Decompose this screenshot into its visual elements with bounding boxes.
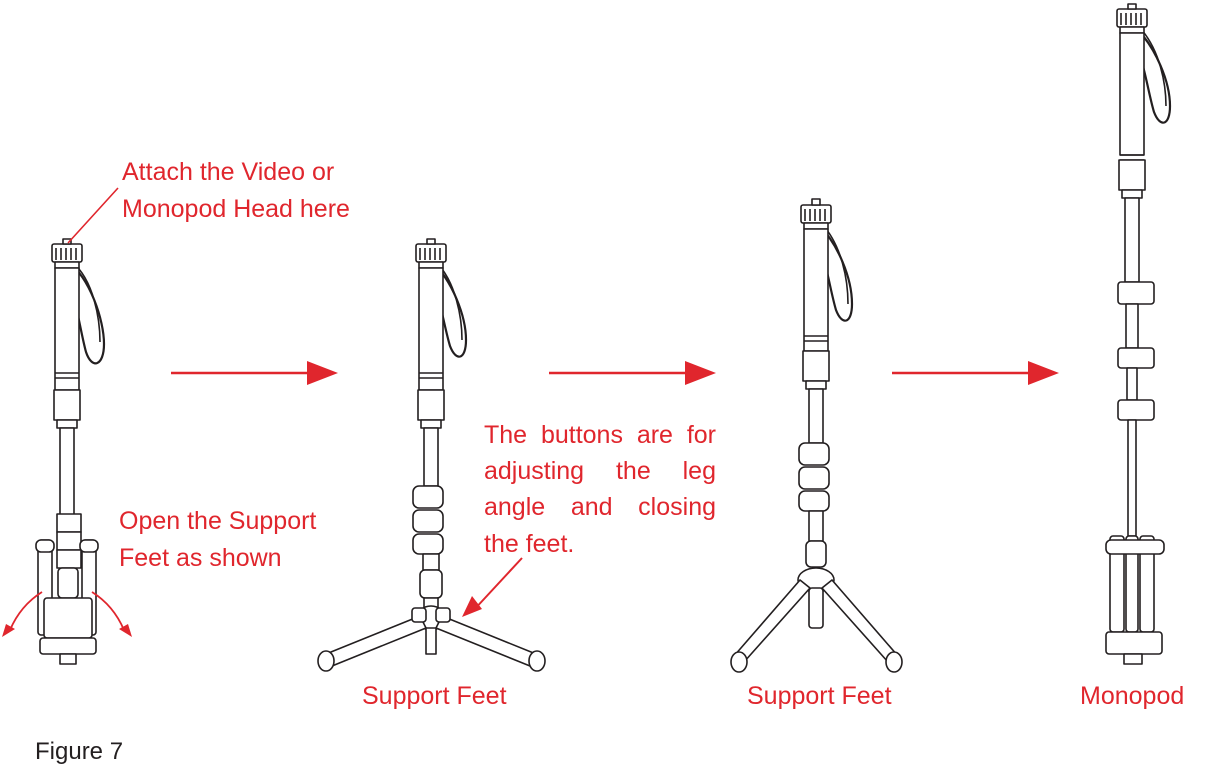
attach-label-line-1: Attach the Video or	[122, 158, 335, 186]
open-arrow-right	[91, 591, 125, 631]
caption-monopod: Monopod	[1080, 682, 1185, 710]
open-arrow-left	[9, 591, 43, 631]
arrow-2-to-3-head	[685, 361, 716, 385]
open-arrow-left-head	[2, 624, 15, 637]
arrow-1-to-2-head	[307, 361, 338, 385]
buttons-pointer-line	[471, 557, 523, 613]
monopod-stage-1	[35, 238, 106, 665]
buttons-label-line-3: angle and closing	[484, 493, 716, 521]
caption-support-feet-2: Support Feet	[747, 682, 892, 710]
arrow-3-to-4-head	[1028, 361, 1059, 385]
open-feet-label-line-2: Feet as shown	[119, 544, 282, 572]
head-pointer-line	[67, 187, 119, 244]
buttons-pointer-head	[462, 596, 482, 617]
buttons-label-line-1: The buttons are for	[484, 421, 716, 449]
figure-label: Figure 7	[35, 738, 124, 765]
monopod-stage-2	[317, 238, 546, 672]
buttons-label-line-4: the feet.	[484, 530, 575, 558]
open-feet-label-line-1: Open the Support	[119, 507, 317, 535]
caption-support-feet-1: Support Feet	[362, 682, 507, 710]
monopod-stage-3	[730, 198, 903, 673]
attach-label-line-2: Monopod Head here	[122, 195, 350, 223]
buttons-label-line-2: adjusting the leg	[484, 457, 716, 485]
open-arrow-right-head	[119, 624, 132, 637]
monopod-stage-4	[1105, 3, 1172, 665]
arrows	[2, 187, 1059, 637]
